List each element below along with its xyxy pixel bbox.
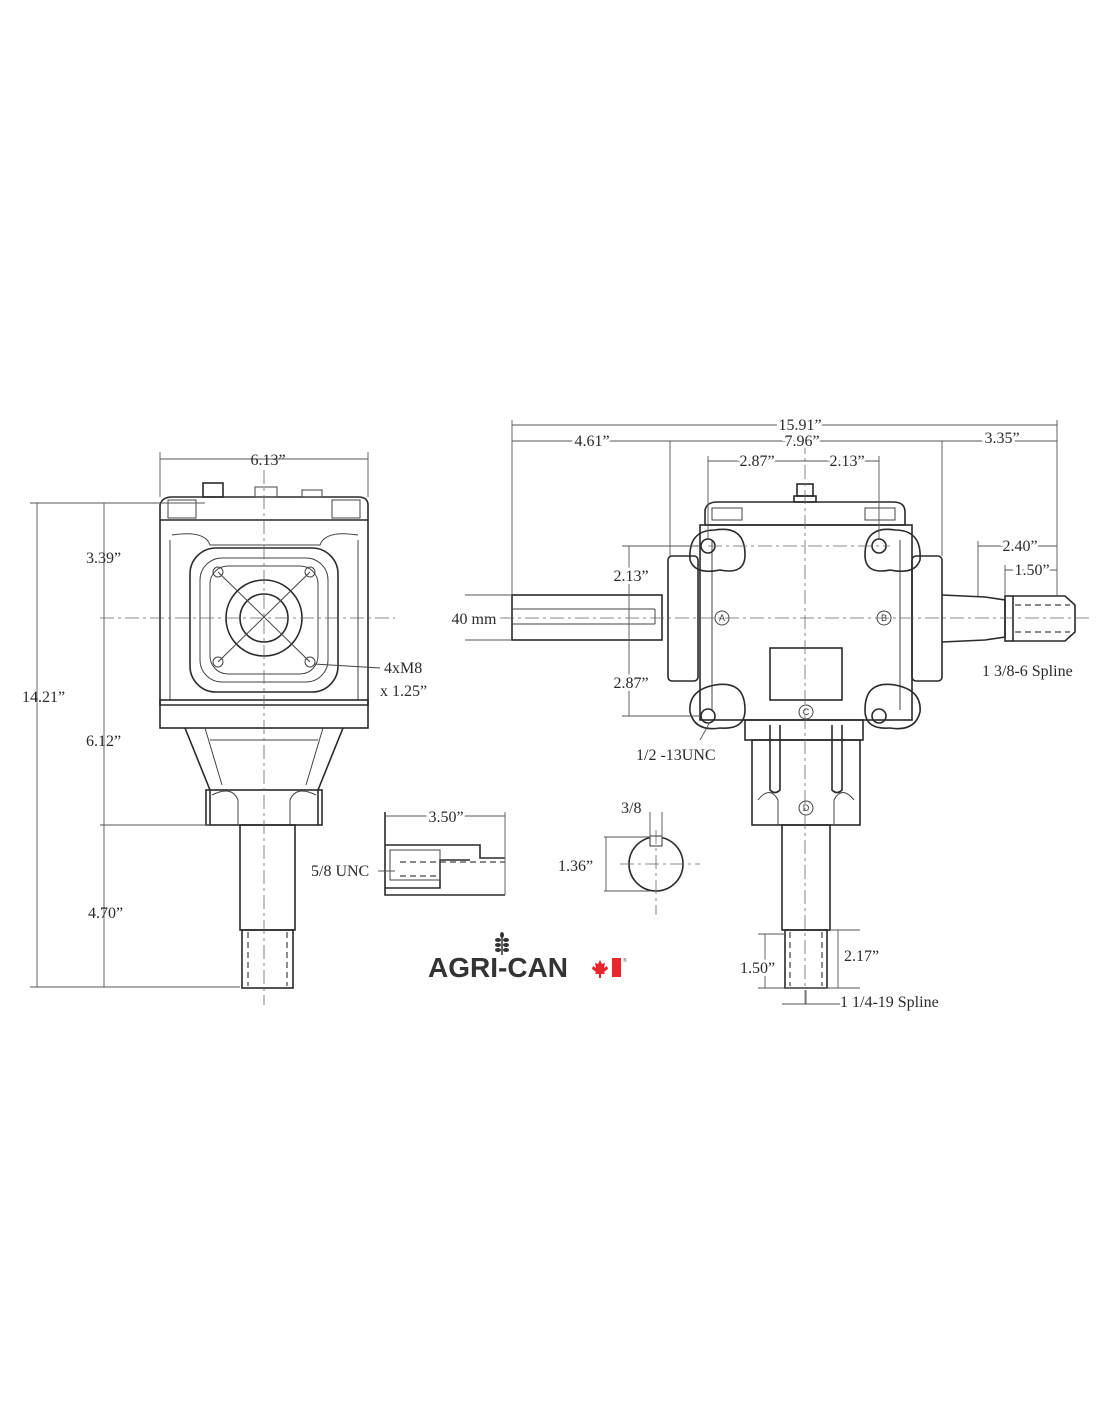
left-lower-dim: 4.70” xyxy=(88,905,123,922)
input-length-dim: 4.61” xyxy=(574,433,609,450)
maple-leaf-icon xyxy=(592,960,608,978)
bolt-note-line2: x 1.25” xyxy=(380,683,427,700)
bolt-note-line1: 4xM8 xyxy=(384,660,422,677)
spline-length-dim: 2.40” xyxy=(1002,538,1037,555)
bottom-length-dim: 2.17” xyxy=(844,948,879,965)
right-view: A B C D 15.91” 4.61” 7.96” xyxy=(449,414,1090,1011)
upper-hole-dim: 2.13” xyxy=(613,568,648,585)
left-upper-dim: 3.39” xyxy=(86,550,121,567)
body-width-dim: 7.96” xyxy=(784,433,819,450)
input-shaft-dim: 40 mm xyxy=(452,611,497,628)
left-view: 6.13” 3.39” 14.21” 6.12” 4.70” 4xM8 x 1.… xyxy=(22,452,427,1005)
overall-width-dim: 15.91” xyxy=(778,417,821,434)
mount-thread-note: 1/2 -13UNC xyxy=(636,747,716,764)
left-overall-height-dim: 14.21” xyxy=(22,689,65,706)
section-detail: 3.50” 5/8 UNC xyxy=(311,806,506,896)
section-thread-note: 5/8 UNC xyxy=(311,863,369,880)
section-depth-dim: 3.50” xyxy=(428,809,463,826)
left-hole-dim: 2.87” xyxy=(739,453,774,470)
svg-text:C: C xyxy=(803,707,810,717)
shaft-cross-section: 3/8 1.36” xyxy=(555,800,700,915)
svg-text:A: A xyxy=(719,613,725,623)
right-hole-dim: 2.13” xyxy=(829,453,864,470)
output-spline-note: 1 3/8-6 Spline xyxy=(982,663,1073,680)
spline-engaged-dim: 1.50” xyxy=(1014,562,1049,579)
logo-text: AGRI-CAN xyxy=(428,952,568,983)
lower-hole-dim: 2.87” xyxy=(613,675,648,692)
shaft-diameter-dim: 1.36” xyxy=(558,858,593,875)
left-middle-dim: 6.12” xyxy=(86,733,121,750)
flag-bar xyxy=(612,958,621,977)
registered-mark: ® xyxy=(623,957,627,964)
bottom-spline-dim: 1.50” xyxy=(740,960,775,977)
marker-c: C xyxy=(798,704,814,720)
output-length-dim: 3.35” xyxy=(984,430,1019,447)
marker-d: D xyxy=(798,800,814,816)
bottom-spline-note: 1 1/4-19 Spline xyxy=(840,994,939,1011)
agri-can-logo: AGRI-CAN ® xyxy=(428,932,627,983)
wheat-icon xyxy=(495,932,509,955)
svg-text:D: D xyxy=(803,803,810,813)
left-width-dim: 6.13” xyxy=(250,452,285,469)
key-width-dim: 3/8 xyxy=(621,800,641,817)
